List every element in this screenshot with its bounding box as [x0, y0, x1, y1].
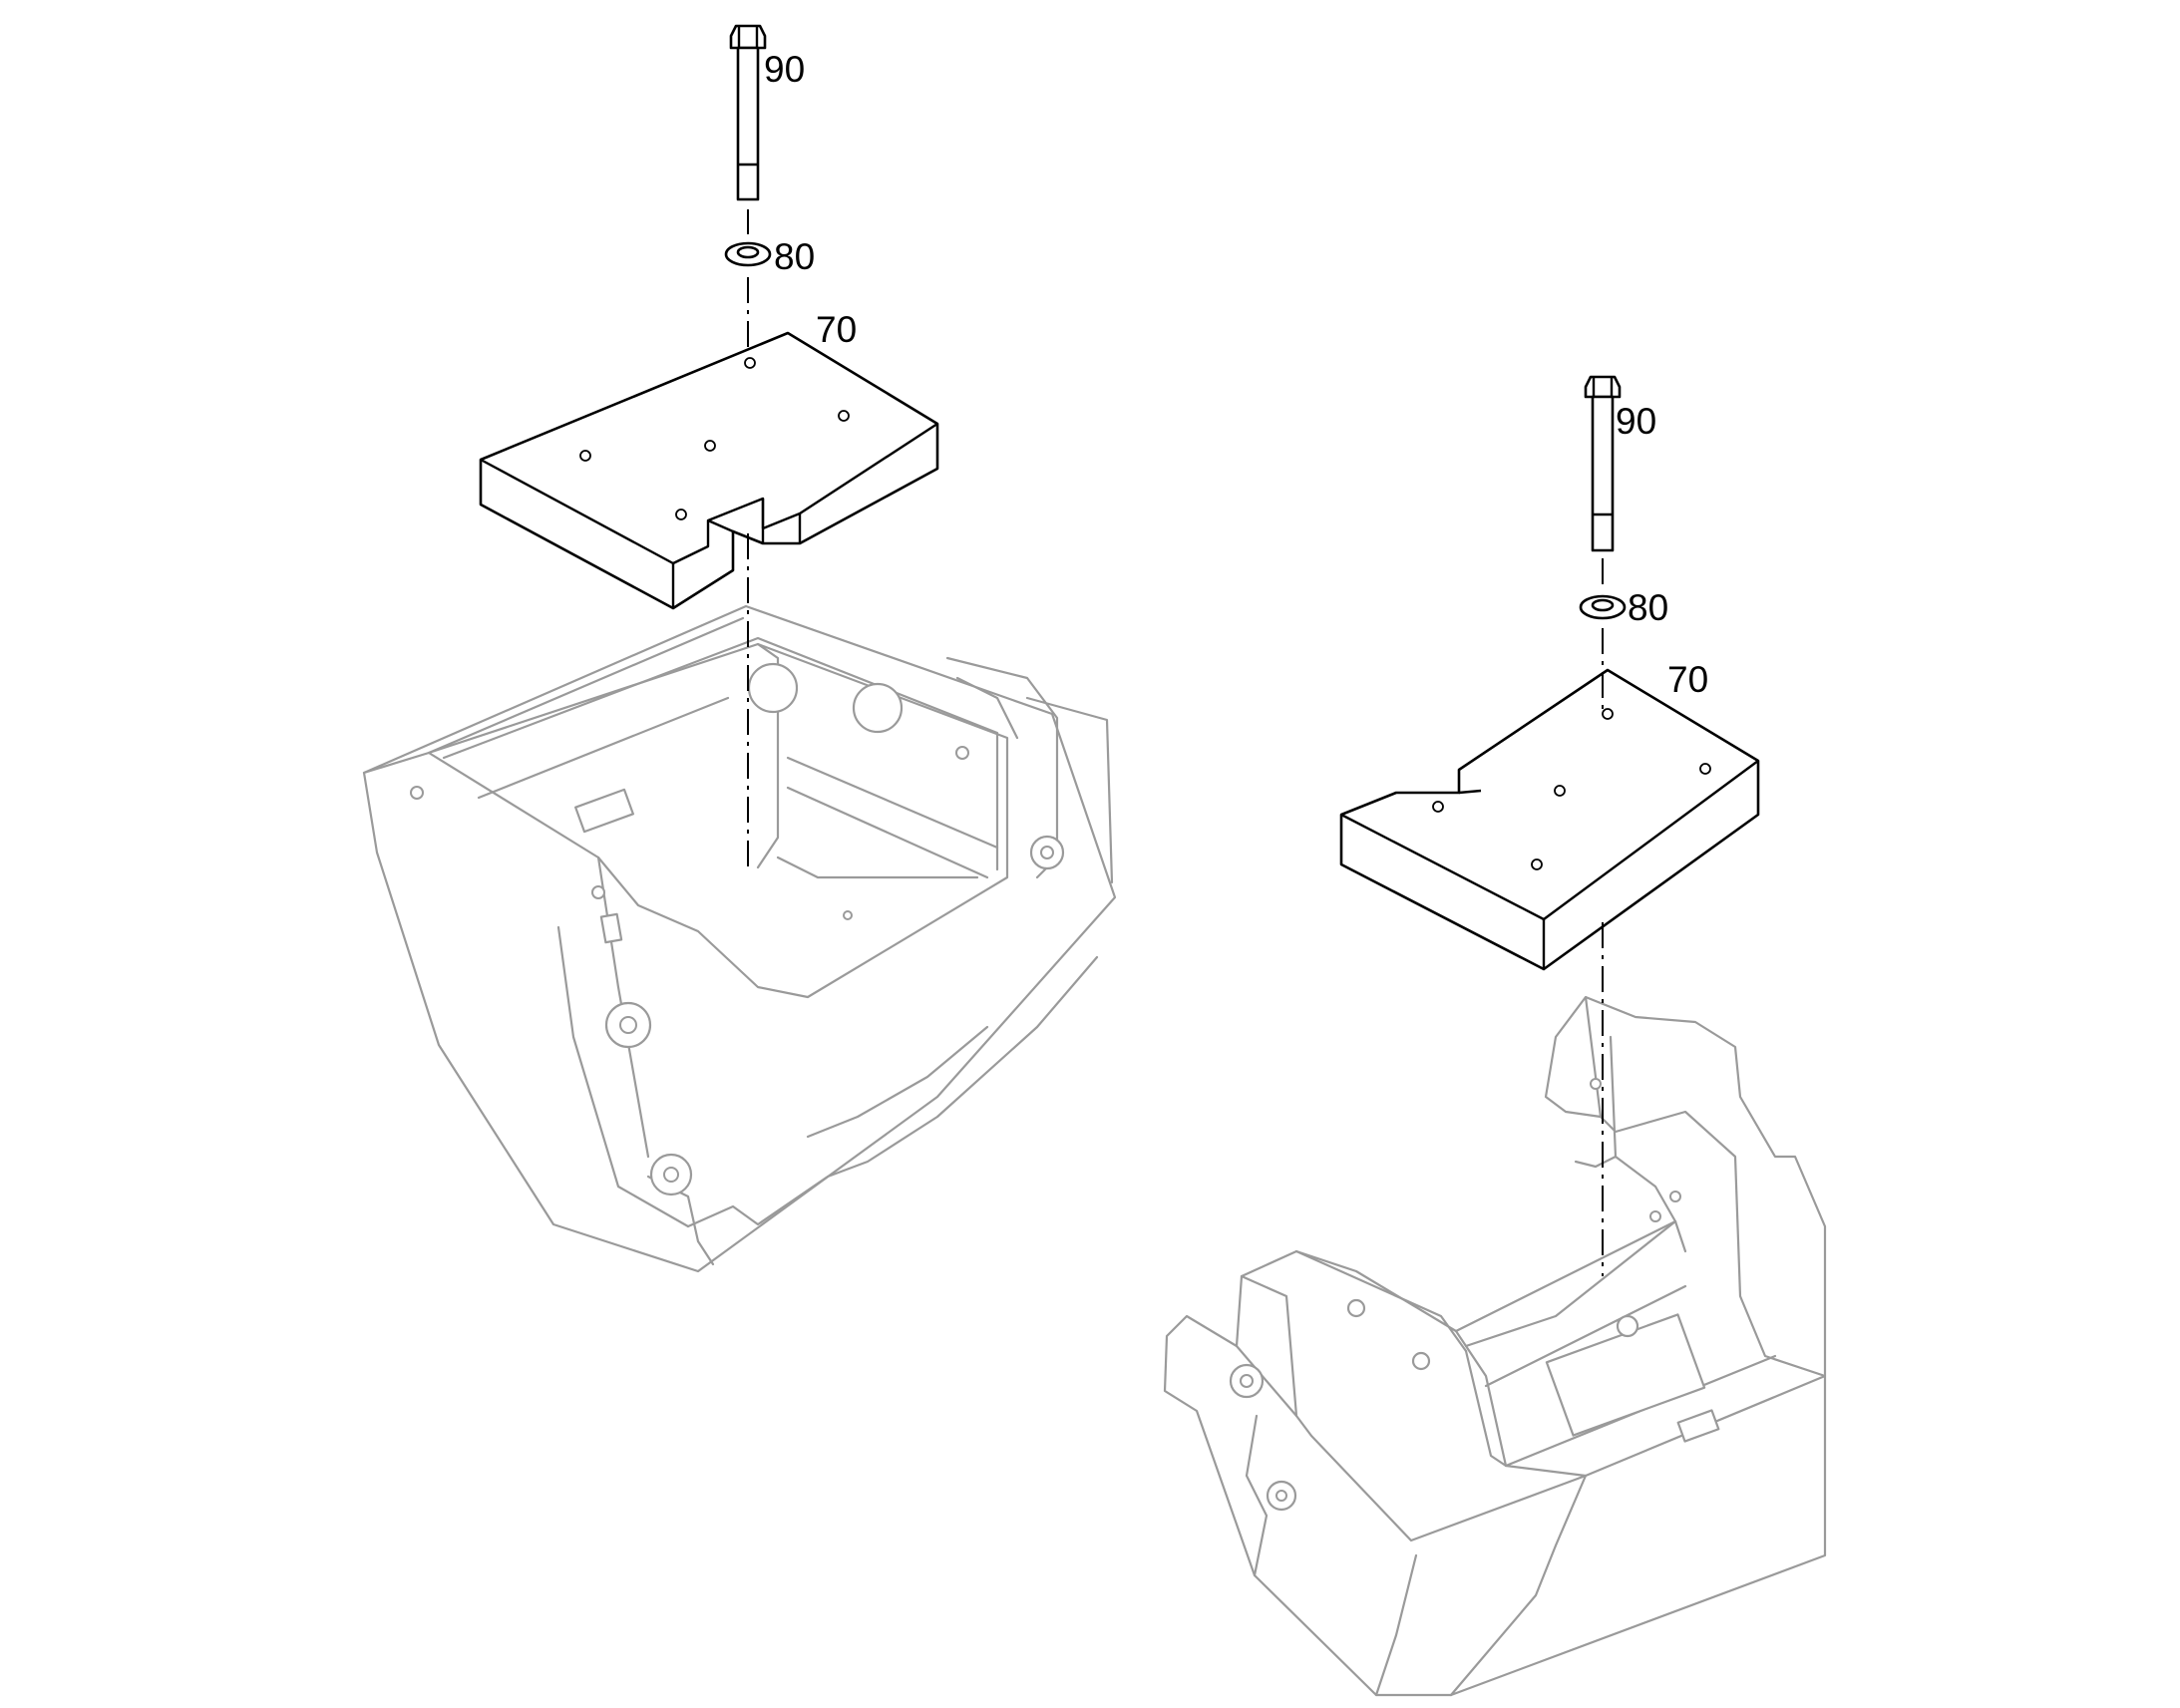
right-weight-housing	[1163, 995, 1827, 1697]
right-assembly: 90 80 70	[1163, 375, 1827, 1697]
left-weight-plate	[479, 331, 939, 610]
left-washer-callout: 80	[774, 236, 815, 277]
left-washer	[724, 241, 772, 267]
left-assembly: 90 80 70	[362, 24, 1117, 1273]
right-bolt-callout: 90	[1616, 401, 1656, 442]
left-weight-housing	[362, 604, 1117, 1273]
right-washer	[1579, 594, 1627, 620]
right-weight-plate	[1339, 668, 1760, 971]
right-weight-callout: 70	[1667, 659, 1708, 700]
left-bolt	[729, 24, 767, 201]
left-bolt-callout: 90	[764, 49, 805, 90]
right-washer-callout: 80	[1628, 587, 1668, 628]
right-bolt	[1584, 375, 1622, 552]
left-weight-callout: 70	[816, 309, 857, 350]
